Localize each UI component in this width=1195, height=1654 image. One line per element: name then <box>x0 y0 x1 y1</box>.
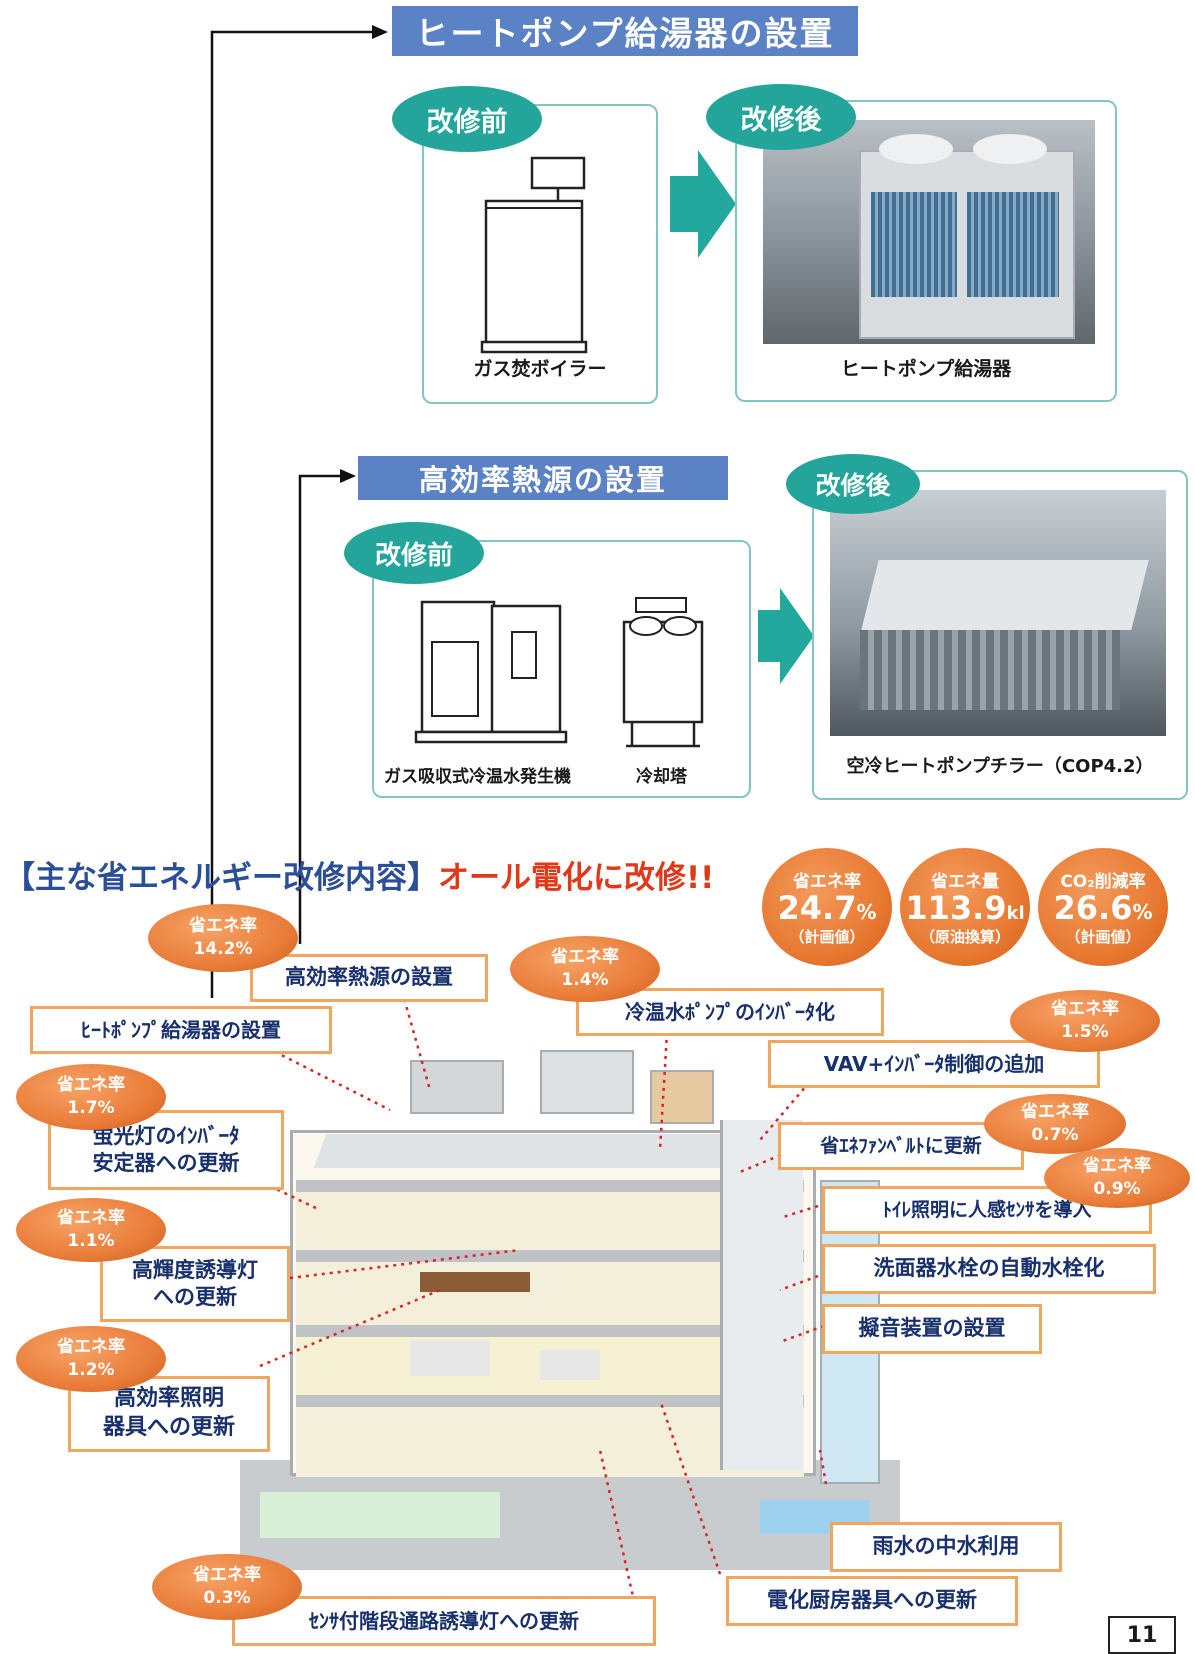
section1-after-caption: ヒートポンプ給湯器 <box>840 358 1012 380</box>
heading-main: 【主な省エネルギー改修内容】 <box>4 860 438 896</box>
badge-label: 省エネ率 <box>1083 1156 1151 1177</box>
kpi-unit: kl <box>1006 903 1025 925</box>
badge-label: 省エネ率 <box>1021 1102 1089 1123</box>
kpi-value: 24.7 <box>777 889 857 928</box>
section2-before-caption-2: 冷却塔 <box>636 767 687 787</box>
label-faucet: 洗面器水栓の自動水栓化 <box>822 1244 1156 1294</box>
kpi-energy-saving-rate: 省エネ率 24.7% （計画値） <box>762 848 892 966</box>
building-illustration <box>240 1050 900 1580</box>
heat-pump-water-heater-photo <box>763 120 1095 344</box>
heading-accent: オール電化に改修!! <box>438 860 715 896</box>
kpi-sub: （計画値） <box>789 927 865 946</box>
label-kitchen: 電化厨房器具への更新 <box>726 1576 1018 1626</box>
badge-value: 0.7% <box>1031 1125 1079 1145</box>
absorption-chiller-drawing <box>414 597 704 748</box>
badge-value: 1.1% <box>67 1231 115 1251</box>
section2-title: 高効率熱源の設置 <box>358 456 728 500</box>
label-exit-light: 高輝度誘導灯 への更新 <box>100 1246 290 1322</box>
kpi-label: 省エネ量 <box>931 872 999 893</box>
label-vav: VAV+ｲﾝﾊﾞｰﾀ制御の追加 <box>768 1040 1100 1088</box>
kpi-sub: （計画値） <box>1065 927 1141 946</box>
section1-before-tag: 改修前 <box>392 86 542 152</box>
section1-after-panel: ヒートポンプ給湯器 <box>735 100 1117 402</box>
kpi-label: CO₂削減率 <box>1060 872 1146 893</box>
label-heat-source: 高効率熱源の設置 <box>250 954 488 1002</box>
section1-after-tag: 改修後 <box>706 84 856 150</box>
badge-label: 省エネ率 <box>1051 999 1119 1020</box>
badge-value: 0.3% <box>203 1588 251 1608</box>
gas-boiler-drawing <box>480 156 588 354</box>
badge-label: 省エネ率 <box>189 916 257 937</box>
badge-value: 1.2% <box>67 1360 115 1380</box>
label-rain: 雨水の中水利用 <box>830 1522 1062 1572</box>
badge-label: 省エネ率 <box>193 1565 261 1586</box>
label-heat-pump: ﾋｰﾄﾎﾟﾝﾌﾟ給湯器の設置 <box>30 1006 332 1054</box>
section2-before-caption-1: ガス吸収式冷温水発生機 <box>384 767 571 787</box>
kpi-unit: % <box>1132 900 1153 925</box>
kpi-co2-reduction-rate: CO₂削減率 26.6% （計画値） <box>1038 848 1168 966</box>
section1-before-panel: ガス焚ボイラー <box>422 104 658 404</box>
section1-before-caption: ガス焚ボイラー <box>473 358 607 380</box>
renovation-heading: 【主な省エネルギー改修内容】オール電化に改修!! <box>4 852 714 897</box>
section2-after-caption: 空冷ヒートポンプチラー（COP4.2） <box>846 756 1154 777</box>
kpi-value: 113.9 <box>905 889 1007 928</box>
label-sound: 擬音装置の設置 <box>822 1304 1042 1354</box>
badge-value: 1.5% <box>1061 1022 1109 1042</box>
section1-title: ヒートポンプ給湯器の設置 <box>392 6 858 56</box>
page-number: 11 <box>1108 1616 1176 1654</box>
air-cooled-chiller-photo <box>830 490 1166 736</box>
kpi-value: 26.6 <box>1053 889 1133 928</box>
badge-label: 省エネ率 <box>551 947 619 968</box>
badge-label: 省エネ率 <box>57 1208 125 1229</box>
section2-before-panel: ガス吸収式冷温水発生機 冷却塔 <box>372 540 751 798</box>
kpi-unit: % <box>856 900 877 925</box>
section2-after-panel: 空冷ヒートポンプチラー（COP4.2） <box>812 470 1188 800</box>
kpi-label: 省エネ率 <box>793 872 861 893</box>
label-stair: ｾﾝｻ付階段通路誘導灯への更新 <box>232 1596 656 1646</box>
badge-value: 1.4% <box>561 970 609 990</box>
section2-before-tag: 改修前 <box>344 522 484 584</box>
badge-value: 14.2% <box>193 939 253 959</box>
kpi-energy-saving-amount: 省エネ量 113.9kl （原油換算） <box>900 848 1030 966</box>
kpi-sub: （原油換算） <box>919 927 1010 946</box>
badge-label: 省エネ率 <box>57 1337 125 1358</box>
badge-value: 1.7% <box>67 1098 115 1118</box>
section2-after-tag: 改修後 <box>786 454 920 514</box>
badge-label: 省エネ率 <box>57 1075 125 1096</box>
badge-value: 0.9% <box>1093 1179 1141 1199</box>
label-fan-belt: 省ｴﾈﾌｧﾝﾍﾞﾙﾄに更新 <box>778 1122 1024 1170</box>
